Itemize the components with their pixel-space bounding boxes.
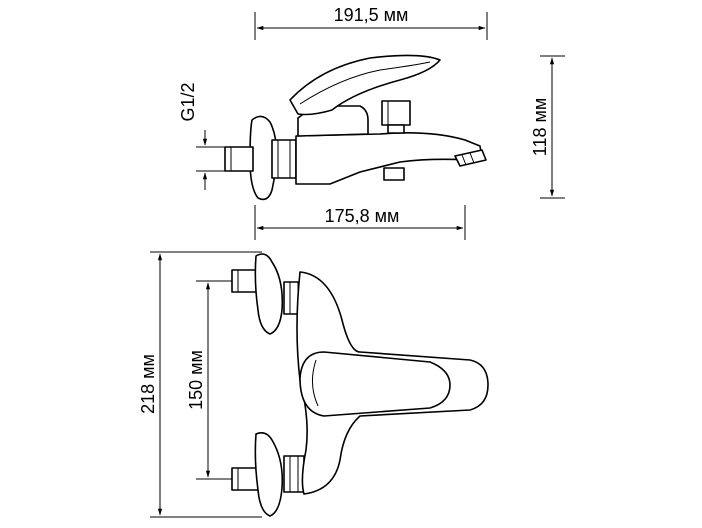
thread-label: G1/2 — [178, 82, 198, 121]
side-height-label: 118 мм — [530, 98, 550, 156]
top-width-label: 191,5 мм — [334, 5, 409, 25]
total-length-label: 218 мм — [138, 354, 158, 414]
dimension-thread: G1/2 — [178, 82, 228, 190]
dimension-inlet-spacing: 150 мм — [186, 280, 232, 480]
dimension-top-width: 191,5 мм — [254, 5, 488, 40]
inlet-spacing-label: 150 мм — [186, 350, 206, 410]
dimension-mount-width: 175,8 мм — [254, 205, 466, 240]
dimension-total-length: 218 мм — [138, 251, 262, 518]
dimension-side-height: 118 мм — [530, 55, 565, 199]
side-view-faucet — [224, 54, 487, 201]
mount-width-label: 175,8 мм — [325, 206, 400, 226]
top-view-faucet — [231, 253, 489, 517]
